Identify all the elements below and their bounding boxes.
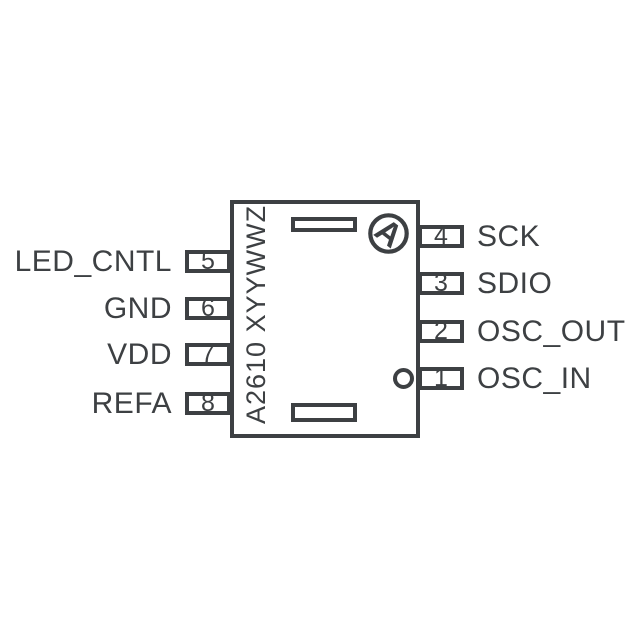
pin-number: 8: [201, 389, 215, 417]
pin-box-4: 4: [418, 222, 464, 250]
pin-number: 5: [201, 247, 215, 275]
allegro-logo-icon: A: [368, 211, 410, 255]
pin-label-osc-in: OSC_IN: [477, 362, 592, 395]
pin-box-1: 1: [418, 364, 464, 392]
pin-label-led-cntl: LED_CNTL: [14, 245, 172, 278]
pin1-indicator-dot: [393, 368, 414, 389]
pin-number: 1: [434, 364, 448, 392]
pin-box-6: 6: [185, 294, 231, 322]
pin-label-vdd: VDD: [107, 338, 172, 371]
pin-label-refa: REFA: [91, 387, 172, 420]
pin-number: 6: [201, 294, 215, 322]
chip-marking-text: A2610 XYYWWZ: [241, 204, 271, 424]
top-marking-bar: [291, 217, 357, 232]
pin-number: 3: [434, 269, 448, 297]
pin-box-2: 2: [418, 317, 464, 345]
pin-number: 4: [434, 222, 448, 250]
pin-label-sck: SCK: [477, 220, 541, 253]
chip-package-outline: [230, 200, 420, 438]
pin-label-sdio: SDIO: [477, 267, 553, 300]
pin-label-gnd: GND: [103, 292, 172, 325]
pin-box-7: 7: [185, 340, 231, 368]
pin-number: 2: [434, 317, 448, 345]
pin-number: 7: [201, 340, 215, 368]
pin-box-3: 3: [418, 269, 464, 297]
pin-box-5: 5: [185, 247, 231, 275]
bottom-marking-bar: [291, 403, 357, 422]
pin-label-osc-out: OSC_OUT: [477, 315, 626, 348]
pin-box-8: 8: [185, 389, 231, 417]
